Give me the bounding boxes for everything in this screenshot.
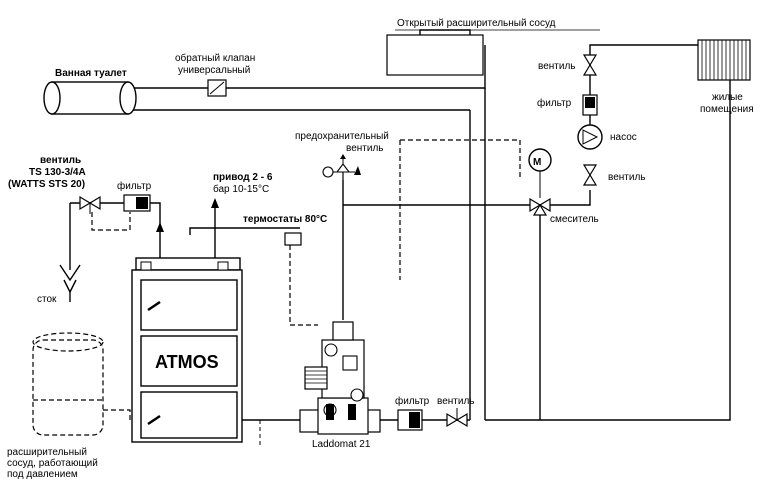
boiler-lower-door bbox=[140, 391, 238, 439]
safety-label-1: предохранительный bbox=[295, 131, 389, 142]
bath-label: Ванная туалет bbox=[55, 68, 127, 79]
boiler-label: ATMOS bbox=[155, 352, 219, 372]
radiator: жилые помещения bbox=[697, 39, 754, 115]
pump-label: насос bbox=[610, 132, 637, 143]
valve-mid: вентиль bbox=[582, 164, 646, 186]
inlet-arrow bbox=[156, 222, 164, 232]
filter-bottom: фильтр bbox=[395, 395, 430, 431]
pipe-thermostat bbox=[189, 227, 300, 235]
safety-label-2: вентиль bbox=[346, 143, 384, 154]
safety-valve: предохранительный вентиль bbox=[295, 131, 389, 180]
valve-top: вентиль bbox=[538, 54, 598, 76]
filter-bottom-label: фильтр bbox=[395, 395, 430, 407]
drive-label-2: бар 10-15°C bbox=[213, 183, 269, 195]
drive-arrow bbox=[211, 198, 219, 208]
thermostats-label: термостаты 80°C bbox=[243, 214, 327, 225]
drain-arrow bbox=[59, 264, 81, 282]
dashed-lines bbox=[91, 139, 521, 445]
check-valve-label-2: универсальный bbox=[178, 65, 250, 76]
filter-top-label: фильтр bbox=[537, 97, 572, 109]
mixer: M смеситель bbox=[528, 148, 599, 225]
drain-label: сток bbox=[37, 294, 57, 305]
laddomat: Laddomat 21 bbox=[299, 321, 381, 450]
boiler-mid-panel bbox=[140, 335, 238, 387]
pressure-tank-label-1: расширительный bbox=[7, 447, 87, 458]
mixer-label: смеситель bbox=[550, 214, 599, 225]
valve-left: вентиль TS 130-3/4A (WATTS STS 20) bbox=[8, 155, 101, 214]
bath-tank-body bbox=[51, 81, 129, 115]
rooms-label-2: помещения bbox=[700, 104, 754, 115]
pressure-tank-body bbox=[32, 339, 104, 436]
valve-mid-label: вентиль bbox=[608, 172, 646, 183]
pressure-tank-label-2: сосуд, работающий bbox=[7, 457, 98, 469]
check-valve: обратный клапан универсальный bbox=[175, 52, 255, 97]
motor-label: M bbox=[533, 157, 541, 168]
valve-left-label-3: (WATTS STS 20) bbox=[8, 179, 85, 190]
dash-thermostat bbox=[289, 245, 318, 326]
valve-bottom: вентиль bbox=[437, 396, 475, 428]
valve-left-label-2: TS 130-3/4A bbox=[29, 167, 86, 178]
pipe-rooms-supply bbox=[589, 44, 700, 52]
drain-funnel bbox=[63, 279, 77, 294]
pressure-tank-label-3: под давлением bbox=[7, 469, 78, 480]
pump: насос bbox=[577, 124, 637, 150]
valve-left-label-1: вентиль bbox=[40, 155, 81, 166]
dash-valve-filter bbox=[91, 212, 131, 231]
boiler: ATMOS bbox=[131, 257, 243, 443]
laddomat-label: Laddomat 21 bbox=[312, 439, 371, 450]
pipe-pump-to-mixer bbox=[545, 190, 591, 206]
filter-left: фильтр bbox=[117, 180, 152, 212]
filter-left-label: фильтр bbox=[117, 180, 152, 192]
rooms-label-1: жилые bbox=[712, 92, 743, 103]
valve-top-label: вентиль bbox=[538, 61, 576, 72]
check-valve-label-1: обратный клапан bbox=[175, 52, 255, 64]
pressure-expansion-tank: расширительный сосуд, работающий под дав… bbox=[7, 332, 131, 480]
valve-bottom-label: вентиль bbox=[437, 396, 475, 407]
open-tank-label: Открытый расширительный сосуд bbox=[397, 18, 556, 29]
filter-top: фильтр bbox=[537, 94, 598, 116]
thermostats: термостаты 80°C bbox=[243, 214, 327, 246]
pipe-rooms-return bbox=[485, 70, 731, 421]
drive-label-1: привод 2 - 6 bbox=[213, 172, 273, 183]
bath-heater: Ванная туалет bbox=[43, 68, 137, 115]
open-expansion-tank: Открытый расширительный сосуд bbox=[386, 18, 600, 76]
open-tank-body bbox=[386, 34, 484, 76]
